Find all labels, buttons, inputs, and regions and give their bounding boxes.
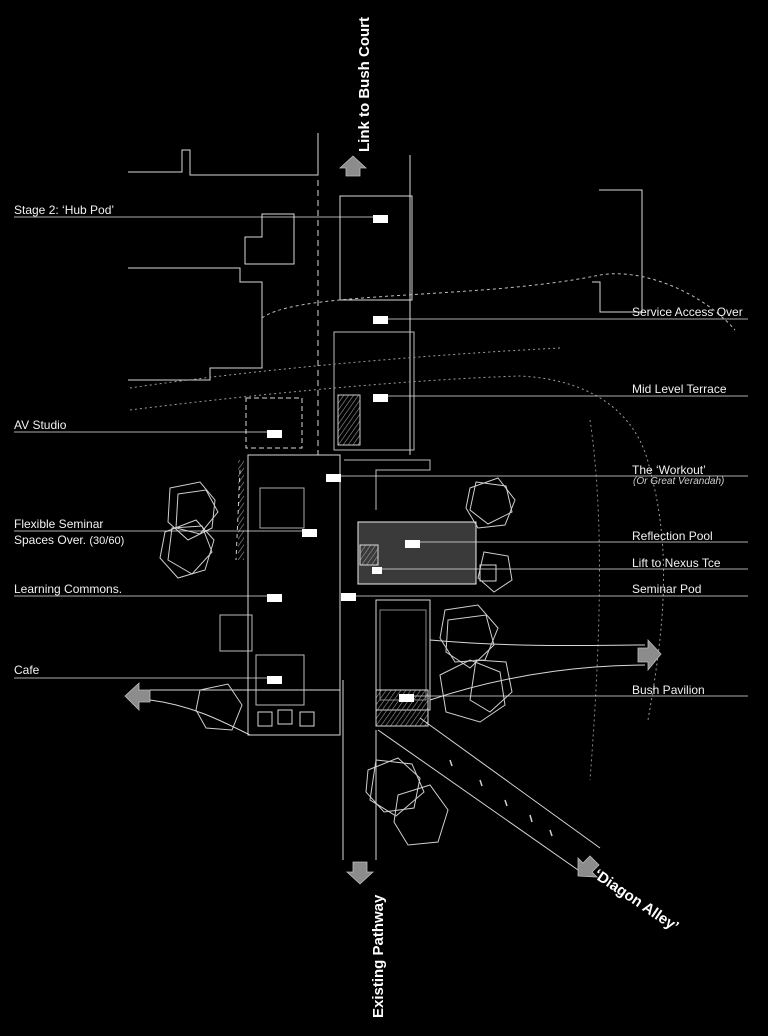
existing-building-outline <box>128 267 263 381</box>
callout-spaces-over-capacity: (30/60) <box>89 535 125 547</box>
arrow-up-icon <box>338 155 368 177</box>
av-studio-outline <box>245 397 303 449</box>
hub-pod-outline <box>339 195 413 301</box>
lift-outline <box>479 564 497 582</box>
callout-great-verandah: (Or Great Verandah) <box>633 476 725 487</box>
arrow-right-icon <box>637 638 662 672</box>
arrow-diagonal-icon <box>577 855 600 878</box>
callout-flexible-seminar: Flexible Seminar <box>14 517 104 531</box>
callout-spaces-over: Spaces Over. (30/60) <box>14 533 124 548</box>
callout-mid-level-terrace: Mid Level Terrace <box>632 382 727 396</box>
callout-learning-commons: Learning Commons. <box>14 582 123 596</box>
arrow-down-icon <box>345 861 375 885</box>
callout-bush-pavilion: Bush Pavilion <box>632 683 705 697</box>
label-markers <box>267 215 420 702</box>
callout-stage-2-hub-pod: Stage 2: ‘Hub Pod’ <box>14 203 115 217</box>
existing-pathway-label: Existing Pathway <box>370 894 387 1018</box>
existing-building-outline <box>244 213 295 265</box>
service-road-edge <box>261 273 736 331</box>
callout-av-studio: AV Studio <box>14 418 67 432</box>
learning-commons-outline <box>247 454 341 736</box>
callout-service-access: Service Access Over <box>632 305 743 319</box>
callout-the-workout: The ‘Workout’ <box>632 463 706 477</box>
callout-lift-nexus: Lift to Nexus Tce <box>632 556 721 570</box>
seminar-pod-outline <box>375 599 431 711</box>
callout-cafe: Cafe <box>14 663 40 677</box>
callout-spaces-over-text: Spaces Over. <box>14 533 87 547</box>
tree-cluster <box>159 477 516 846</box>
callout-reflection-pool: Reflection Pool <box>632 529 713 543</box>
existing-building-outline <box>128 133 319 176</box>
existing-building-outline <box>592 189 643 313</box>
arrow-left-icon <box>124 682 151 711</box>
link-to-bush-court-label: Link to Bush Court <box>356 17 373 152</box>
callout-seminar-pod: Seminar Pod <box>632 582 702 596</box>
